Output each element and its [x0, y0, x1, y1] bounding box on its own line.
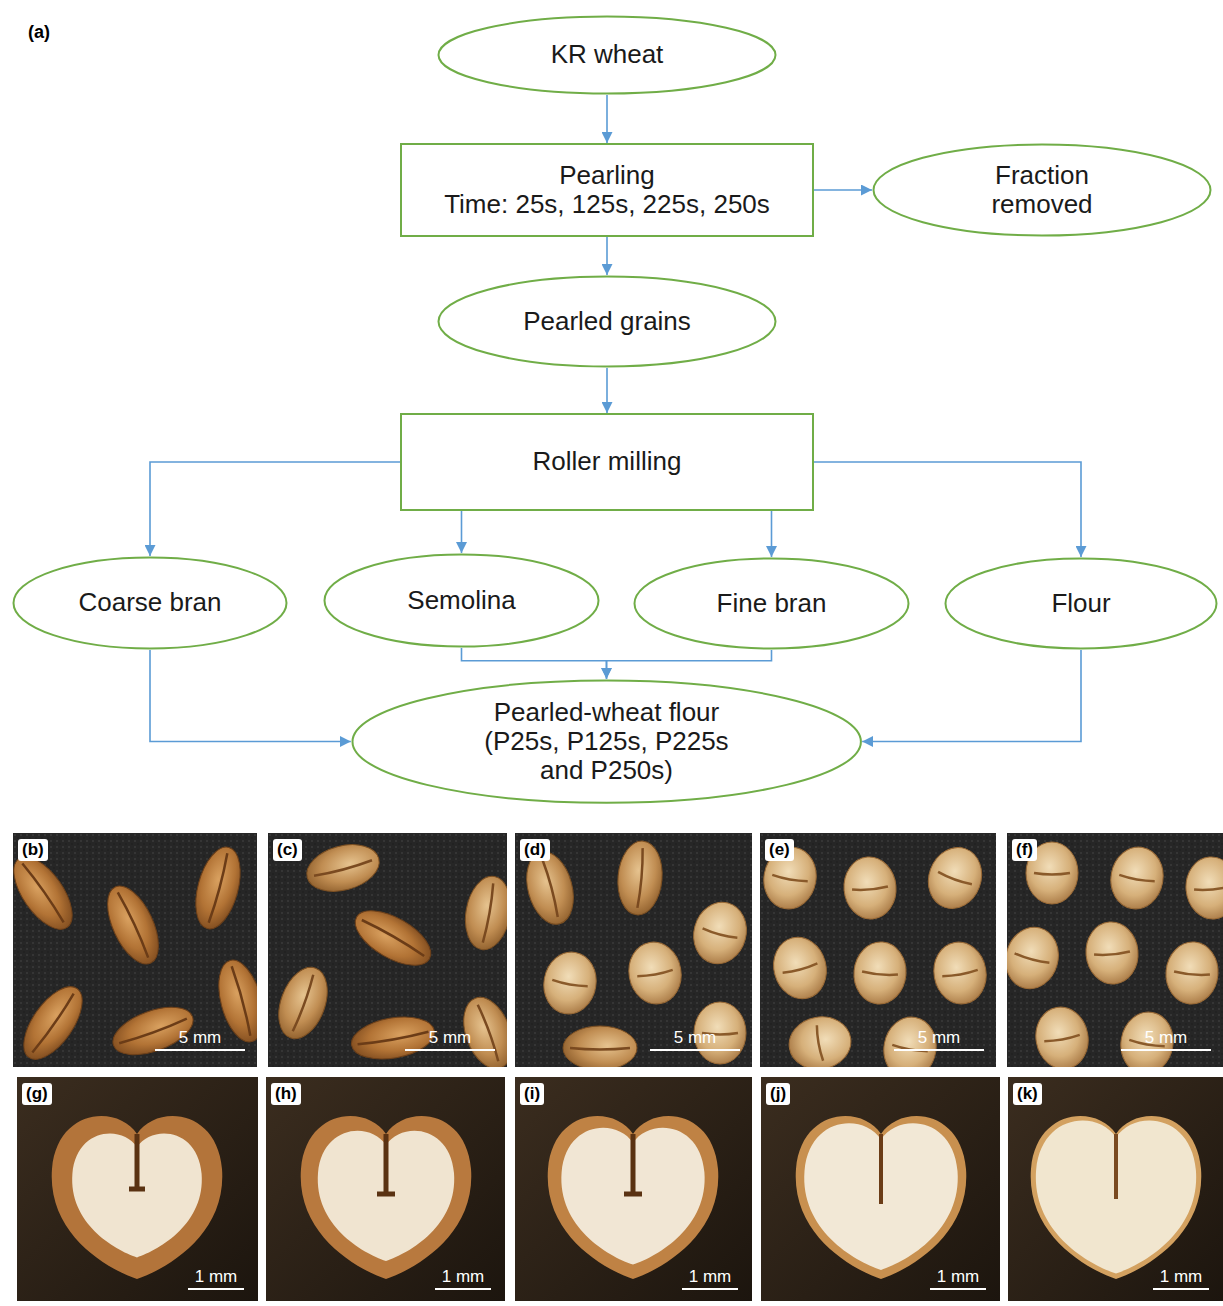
node-text: Pearling — [444, 161, 770, 190]
connector-arrow — [771, 511, 773, 557]
scale-label: 5 mm — [1145, 1028, 1188, 1048]
scale-label: 1 mm — [937, 1267, 980, 1287]
ellipse-node: Semolina — [323, 553, 600, 648]
text-group: Roller milling — [533, 447, 682, 476]
text-group: Pearled-wheat flour (P25s, P125s, P225s … — [461, 698, 751, 785]
connector-arrow — [606, 237, 608, 275]
connector-arrow — [150, 650, 351, 742]
grain-photo — [268, 833, 521, 1075]
scale-label: 5 mm — [674, 1028, 717, 1048]
ellipse-shape — [874, 145, 1211, 236]
grain-photo — [3, 833, 272, 1069]
text-group: Fine bran — [717, 589, 827, 618]
node-text: Roller milling — [533, 447, 682, 476]
node-text: Coarse bran — [78, 588, 221, 617]
connector-arrow — [814, 189, 872, 191]
node-text: Flour — [1051, 589, 1110, 618]
node-text: KR wheat — [551, 40, 664, 69]
panel-label: (b) — [18, 839, 48, 861]
grain-photo — [515, 833, 753, 1070]
panel-label: (i) — [520, 1083, 544, 1105]
scale-label: 5 mm — [429, 1028, 472, 1048]
ellipse-shape — [14, 558, 287, 649]
text-group: Pearled grains — [523, 307, 691, 336]
node-text: Semolina — [407, 586, 515, 615]
text-group: KR wheat — [551, 40, 664, 69]
ellipse-shape — [439, 277, 776, 367]
connector-arrow — [606, 368, 608, 413]
process-box: PearlingTime: 25s, 125s, 225s, 250s — [400, 143, 814, 237]
text-group: Coarse bran — [78, 588, 221, 617]
cross-section-photo — [761, 1077, 1000, 1301]
ellipse-shape — [439, 17, 776, 94]
ellipse-node: Flour — [944, 557, 1218, 650]
connector-arrow — [150, 462, 400, 556]
ellipse-shape — [946, 559, 1217, 649]
figure-label: (a) — [28, 22, 50, 43]
grain-photo — [759, 833, 996, 1083]
ellipse-shape — [352, 680, 860, 802]
connector-arrow — [461, 511, 463, 553]
scale-label: 1 mm — [195, 1267, 238, 1287]
panel-label: (j) — [766, 1083, 790, 1105]
scale-label: 5 mm — [918, 1028, 961, 1048]
ellipse-node: Pearled grains — [437, 275, 777, 368]
node-text: Fine bran — [717, 589, 827, 618]
connector-arrow — [606, 95, 608, 143]
text-group: PearlingTime: 25s, 125s, 225s, 250s — [444, 161, 770, 219]
panel-label: (k) — [1013, 1083, 1042, 1105]
scale-label: 1 mm — [689, 1267, 732, 1287]
connector-arrow — [462, 648, 607, 679]
ellipse-shape — [325, 555, 599, 647]
ellipse-node: Coarse bran — [12, 556, 288, 650]
scale-label: 1 mm — [442, 1267, 485, 1287]
grain-photo — [999, 833, 1223, 1078]
panel-label: (e) — [765, 839, 794, 861]
panel-label: (c) — [273, 839, 302, 861]
panel-label: (d) — [520, 839, 550, 861]
text-group: Semolina — [407, 586, 515, 615]
ellipse-node: Fine bran — [633, 557, 910, 650]
ellipse-node: KR wheat — [437, 15, 777, 95]
connector-arrow — [607, 650, 772, 679]
cross-section-photo — [266, 1077, 505, 1301]
process-box: Roller milling — [400, 413, 814, 511]
text-group: Fraction removed — [967, 161, 1117, 219]
scale-label: 5 mm — [179, 1028, 222, 1048]
node-text: Pearled grains — [523, 307, 691, 336]
panel-label: (h) — [271, 1083, 301, 1105]
node-text: Time: 25s, 125s, 225s, 250s — [444, 190, 770, 219]
connector-arrow — [814, 462, 1081, 557]
ellipse-shape — [635, 559, 909, 649]
cross-section-photo — [1008, 1077, 1223, 1301]
panel-label: (g) — [22, 1083, 52, 1105]
scale-label: 1 mm — [1160, 1267, 1203, 1287]
node-text: Pearled-wheat flour (P25s, P125s, P225s … — [461, 698, 751, 785]
cross-section-photo — [515, 1077, 752, 1301]
ellipse-node: Fraction removed — [872, 143, 1212, 237]
text-group: Flour — [1051, 589, 1110, 618]
cross-section-photo — [17, 1077, 258, 1301]
panel-label: (f) — [1012, 839, 1037, 861]
node-text: Fraction removed — [967, 161, 1117, 219]
ellipse-node: Pearled-wheat flour (P25s, P125s, P225s … — [351, 679, 862, 804]
connector-arrow — [862, 650, 1081, 742]
